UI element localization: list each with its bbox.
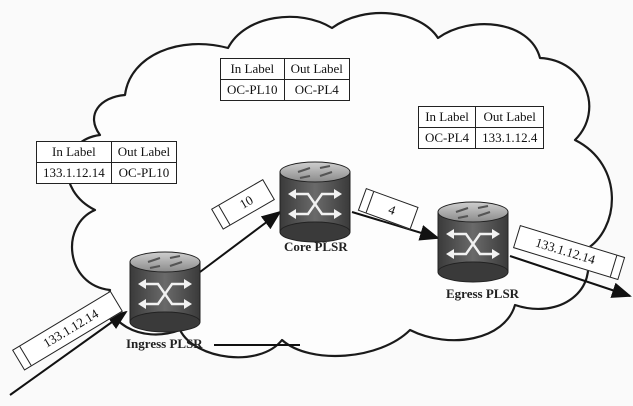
ingress-router-label: Ingress PLSR xyxy=(126,336,203,351)
table-header-in-label: In Label xyxy=(220,58,285,80)
table-header-in-label: In Label xyxy=(36,141,112,163)
table-cell-out-label: OC-PL10 xyxy=(110,162,178,184)
table-cell-out-label: OC-PL4 xyxy=(283,79,350,101)
ingress-router-icon xyxy=(128,250,202,334)
table-header-out-label: Out Label xyxy=(475,106,545,128)
core-label-table: In Label Out Label OC-PL10 OC-PL4 xyxy=(220,58,350,101)
table-cell-in-label: OC-PL10 xyxy=(220,79,285,101)
egress-router-label: Egress PLSR xyxy=(446,286,520,301)
table-header-in-label: In Label xyxy=(417,106,477,128)
egress-label-table: In Label Out Label OC-PL4 133.1.12.4 xyxy=(417,106,545,149)
table-header-out-label: Out Label xyxy=(110,141,178,163)
table-cell-out-label: 133.1.12.4 xyxy=(475,127,545,149)
core-router-icon xyxy=(278,160,352,244)
table-header-out-label: Out Label xyxy=(283,58,350,80)
table-cell-in-label: OC-PL4 xyxy=(417,127,477,149)
core-router-label: Core PLSR xyxy=(284,239,348,254)
ingress-label-table: In Label Out Label 133.1.12.14 OC-PL10 xyxy=(36,141,178,184)
egress-router-icon xyxy=(436,200,510,284)
core-to-egress-arrow xyxy=(351,211,440,241)
table-cell-in-label: 133.1.12.14 xyxy=(36,162,112,184)
ingress-to-core-arrow xyxy=(199,210,282,273)
outgoing-flow-arrow xyxy=(509,255,632,298)
incoming-flow-arrow xyxy=(9,310,128,396)
